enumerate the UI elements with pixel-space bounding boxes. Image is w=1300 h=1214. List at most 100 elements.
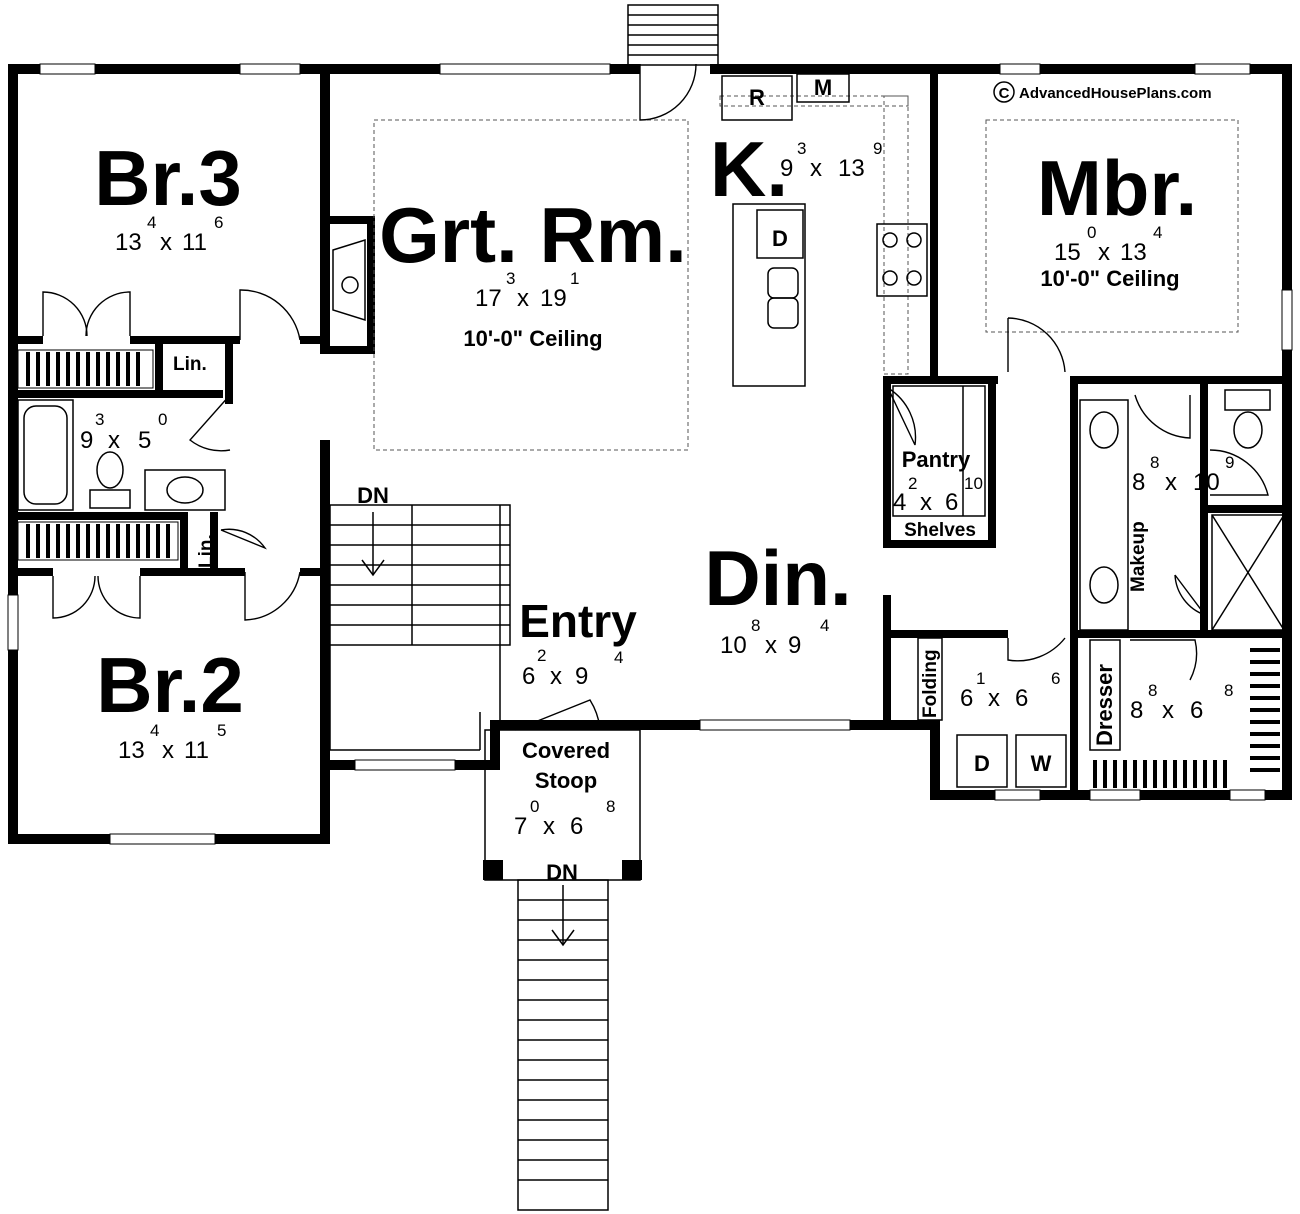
entry-x: x	[550, 663, 562, 690]
entry-width-in: 2	[537, 646, 546, 665]
master-height: 13	[1120, 239, 1147, 266]
laundry-x: x	[988, 685, 1000, 712]
dining-height: 9	[788, 632, 801, 659]
dining-name: Din.	[704, 534, 851, 622]
toilet	[89, 451, 131, 509]
br3-name: Br.3	[94, 134, 241, 222]
closet-rod-br2	[17, 521, 179, 561]
bath-height: 5	[138, 427, 151, 454]
master-bath-width: 8	[1132, 469, 1145, 496]
doors	[42, 63, 1269, 731]
br3-height: 11	[182, 229, 207, 256]
dining-width: 10	[720, 632, 747, 659]
bathtub	[17, 399, 74, 511]
br2-height: 11	[184, 737, 209, 764]
copyright-text: AdvancedHousePlans.com	[1019, 85, 1212, 102]
master-height-in: 4	[1153, 223, 1162, 242]
pantry-width: 4	[893, 489, 906, 516]
br2-width-in: 4	[150, 721, 159, 740]
great-room-height-in: 1	[570, 269, 579, 288]
master-width: 15	[1054, 239, 1081, 266]
pantry-x: x	[920, 489, 932, 516]
dresser	[1089, 639, 1121, 751]
pantry-name: Pantry	[902, 447, 971, 472]
makeup-label: Makeup	[1128, 521, 1149, 592]
kitchen-name: K.	[710, 125, 788, 213]
copyright-symbol: C	[999, 85, 1010, 102]
interior-walls	[8, 74, 1292, 796]
dresser-label: Dresser	[1092, 664, 1117, 746]
master-bath-height: 10	[1193, 469, 1220, 496]
pantry-height: 6	[945, 489, 958, 516]
dining-x: x	[765, 632, 777, 659]
laundry-width: 6	[960, 685, 973, 712]
copyright: C AdvancedHousePlans.com	[993, 81, 1212, 103]
stoop-x: x	[543, 813, 555, 840]
microwave-label: M	[814, 75, 832, 100]
master-x: x	[1098, 239, 1110, 266]
br3-x: x	[160, 229, 172, 256]
stoop-width-in: 0	[530, 797, 539, 816]
br3-width-in: 4	[147, 213, 156, 232]
windows	[7, 63, 1293, 845]
master-name: Mbr.	[1037, 144, 1197, 232]
great-room-ceiling: 10'-0" Ceiling	[463, 326, 602, 351]
folding-label: Folding	[920, 649, 941, 718]
br3-height-in: 6	[214, 213, 223, 232]
master-bath-x: x	[1165, 469, 1177, 496]
kitchen-height-in: 9	[873, 139, 882, 158]
stoop-height: 6	[570, 813, 583, 840]
br2-height-in: 5	[217, 721, 226, 740]
exterior-stair-label: DN	[546, 860, 578, 885]
refrigerator-label: R	[749, 85, 765, 110]
br2-x: x	[162, 737, 174, 764]
dining-height-in: 4	[820, 616, 829, 635]
entry-width: 6	[522, 663, 535, 690]
laundry-width-in: 1	[976, 669, 985, 688]
br3-width: 13	[115, 229, 142, 256]
laundry-height: 6	[1015, 685, 1028, 712]
laundry-height-in: 6	[1051, 669, 1060, 688]
linen-bottom: Lin.	[196, 534, 217, 568]
bath-width-in: 3	[95, 410, 104, 429]
interior-stair	[329, 504, 511, 751]
master-ceiling: 10'-0" Ceiling	[1040, 266, 1179, 291]
fixtures	[17, 73, 1285, 788]
dryer-label: D	[974, 751, 990, 776]
dining-width-in: 8	[751, 616, 760, 635]
interior-stair-label: DN	[357, 483, 389, 508]
kitchen-width: 9	[780, 155, 793, 182]
entry-name: Entry	[519, 595, 637, 647]
linen-top: Lin.	[173, 354, 207, 375]
vanity-sink	[144, 469, 226, 511]
closet-height: 6	[1190, 697, 1203, 724]
great-room-height: 19	[540, 285, 567, 312]
fireplace	[332, 238, 366, 322]
great-room-x: x	[517, 285, 529, 312]
stoop-width: 7	[514, 813, 527, 840]
stoop-name-line2: Stoop	[535, 768, 597, 793]
washer-label: W	[1031, 751, 1052, 776]
bath-height-in: 0	[158, 410, 167, 429]
master-bath-fixtures	[1079, 389, 1285, 631]
master-bath-height-in: 9	[1225, 453, 1234, 472]
pantry-width-in: 2	[908, 474, 917, 493]
covered-stoop	[483, 729, 642, 881]
dishwasher-label: D	[772, 226, 788, 251]
bath-width: 9	[80, 427, 93, 454]
great-room-width: 17	[475, 285, 502, 312]
great-room-name: Grt. Rm.	[379, 191, 687, 279]
pantry-height-in: 10	[964, 474, 983, 493]
entry-height-in: 4	[614, 648, 623, 667]
bath-x: x	[108, 427, 120, 454]
closet-width-in: 8	[1148, 681, 1157, 700]
closet-width: 8	[1130, 697, 1143, 724]
pantry-shelves	[892, 385, 986, 517]
br2-name: Br.2	[96, 641, 243, 729]
master-bath-width-in: 8	[1150, 453, 1159, 472]
kitchen-x: x	[810, 155, 822, 182]
stoop-name-line1: Covered	[522, 738, 610, 763]
closet-x: x	[1162, 697, 1174, 724]
laundry-machines	[917, 637, 1067, 788]
